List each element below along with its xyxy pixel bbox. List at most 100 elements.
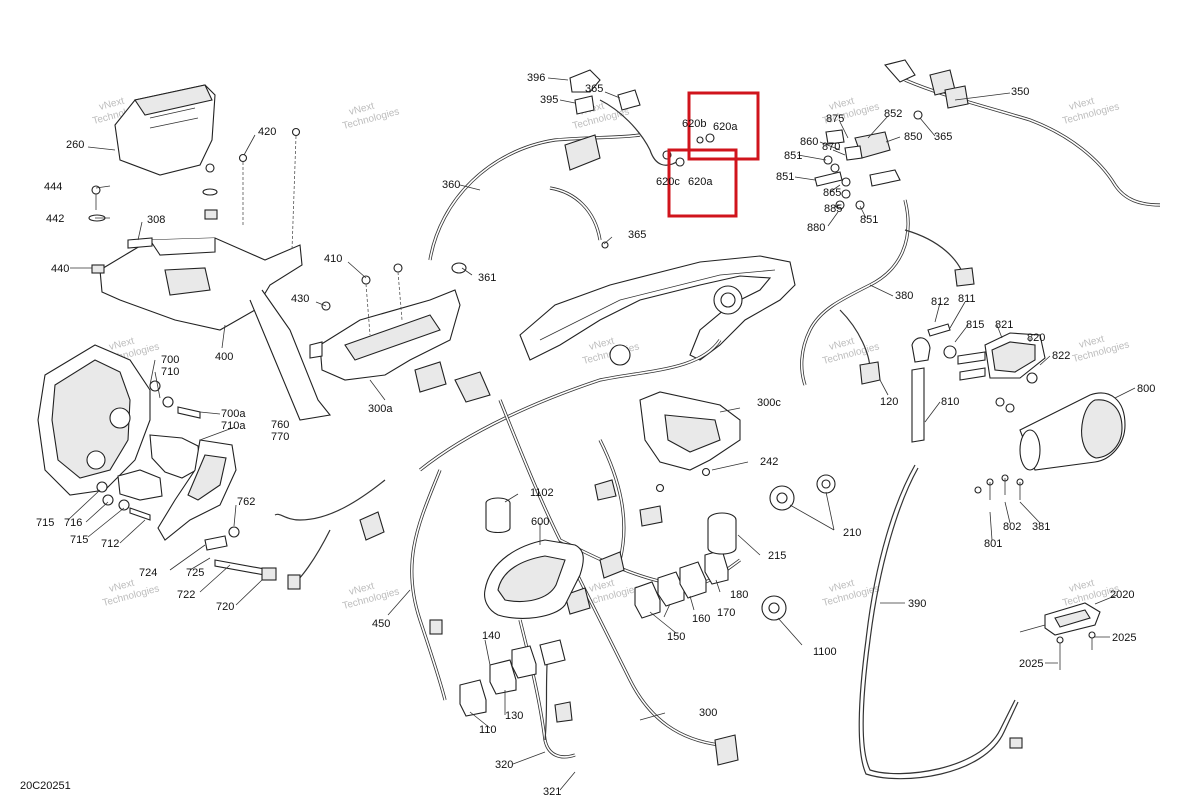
callout-160: 160: [692, 613, 710, 625]
callout-811: 811: [958, 293, 976, 305]
cover-260: [114, 84, 216, 176]
harness-390: [858, 464, 1023, 780]
callout-215: 215: [768, 550, 786, 562]
highlight-box-620a-bottom: [667, 148, 738, 218]
callout-labels: 396 395 365 620b 620a 620c 620a 360 365 …: [36, 72, 1155, 798]
harness-300: [274, 339, 741, 766]
callout-420: 420: [258, 126, 276, 138]
callout-815: 815: [966, 319, 984, 331]
callout-851: 851: [776, 171, 794, 183]
callout-821: 821: [995, 319, 1013, 331]
callout-2025: 2025: [1019, 658, 1043, 670]
connectors-110-140: [459, 639, 573, 741]
callout-1100: 1100: [813, 646, 837, 658]
callout-300: 300: [699, 707, 717, 719]
relay-block: [814, 129, 901, 210]
callout-810: 810: [941, 396, 959, 408]
callout-444: 444: [44, 181, 62, 193]
callout-260: 260: [66, 139, 84, 151]
callout-361: 361: [478, 272, 496, 284]
callout-600: 600: [531, 516, 549, 528]
callout-820: 820: [1027, 332, 1045, 344]
callout-885: 885: [824, 203, 842, 215]
callout-365: 365: [628, 229, 646, 241]
callout-822: 822: [1052, 350, 1070, 362]
callout-300c: 300c: [757, 397, 781, 409]
headlight-hardware: [96, 380, 201, 521]
callout-716: 716: [64, 517, 82, 529]
highlight-boxes: [667, 91, 760, 218]
callout-860: 860: [800, 136, 818, 148]
leader-lines: [67, 77, 1136, 791]
harness-380: [800, 199, 975, 386]
callout-360: 360: [442, 179, 460, 191]
callout-2020: 2020: [1110, 589, 1134, 601]
headlight-700: [37, 344, 151, 496]
callout-242: 242: [760, 456, 778, 468]
callout-700a: 700a: [221, 408, 246, 420]
callout-140: 140: [482, 630, 500, 642]
callout-430: 430: [291, 293, 309, 305]
callout-851: 851: [784, 150, 802, 162]
callout-365: 365: [934, 131, 952, 143]
bracket-300c: [639, 391, 741, 493]
callout-801: 801: [984, 538, 1002, 550]
switches-210: [769, 474, 836, 511]
callout-620a: 620a: [688, 176, 713, 188]
callout-150: 150: [667, 631, 685, 643]
strap-810: [911, 323, 951, 443]
callout-308: 308: [147, 214, 165, 226]
gauge-600: [484, 539, 584, 619]
socket-1100: [761, 595, 787, 621]
callout-725: 725: [186, 567, 204, 579]
callout-800: 800: [1137, 383, 1155, 395]
bracket-400: [99, 237, 332, 421]
callout-852: 852: [884, 108, 902, 120]
relay-215: [707, 512, 737, 555]
callout-180: 180: [730, 589, 748, 601]
callout-700: 700: [161, 354, 179, 366]
callout-450: 450: [372, 618, 390, 630]
callout-722: 722: [177, 589, 195, 601]
callout-365: 365: [585, 83, 603, 95]
callout-710a: 710a: [221, 420, 246, 432]
callout-712: 712: [101, 538, 119, 550]
remote-2020: [1019, 602, 1101, 670]
callout-715: 715: [70, 534, 88, 546]
callout-396: 396: [527, 72, 545, 84]
callout-715: 715: [36, 517, 54, 529]
callout-620b: 620b: [682, 118, 706, 130]
harness-350: [883, 59, 1161, 207]
callout-620c: 620c: [656, 176, 680, 188]
callout-442: 442: [46, 213, 64, 225]
winch-hardware: [974, 474, 1024, 500]
callout-762: 762: [237, 496, 255, 508]
highlight-box-620a-top: [687, 91, 760, 161]
callout-120: 120: [880, 396, 898, 408]
callout-381: 381: [1032, 521, 1050, 533]
callout-350: 350: [1011, 86, 1029, 98]
callout-710: 710: [161, 366, 179, 378]
callout-400: 400: [215, 351, 233, 363]
dash-frame: [519, 255, 796, 366]
harness-360: [428, 69, 715, 274]
callout-875: 875: [826, 113, 844, 125]
callout-851: 851: [860, 214, 878, 226]
callout-440: 440: [51, 263, 69, 275]
callout-410: 410: [324, 253, 342, 265]
module-300a: [309, 263, 461, 381]
callout-760: 760: [271, 419, 289, 431]
callout-321: 321: [543, 786, 561, 798]
callout-170: 170: [717, 607, 735, 619]
callout-720: 720: [216, 601, 234, 613]
callout-1102: 1102: [530, 487, 554, 499]
callout-880: 880: [807, 222, 825, 234]
callout-210: 210: [843, 527, 861, 539]
callout-390: 390: [908, 598, 926, 610]
callout-110: 110: [479, 724, 497, 736]
callout-380: 380: [895, 290, 913, 302]
switch-1102: [485, 497, 511, 534]
callout-865: 865: [823, 187, 841, 199]
